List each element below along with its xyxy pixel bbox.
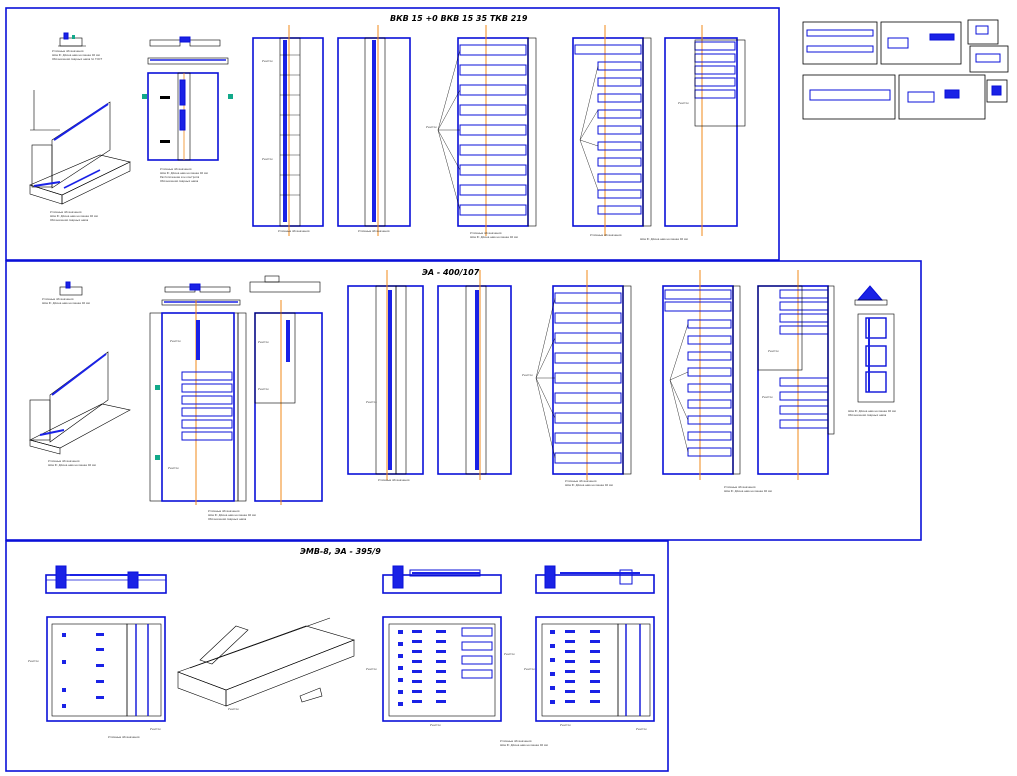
sheet-3-frame [5,540,669,772]
small-panel-2h: Шов Ф: Длина шва не менее 40 мм Обозначе… [848,285,896,417]
svg-text:Шов Ф: Длина шва не менее 40 м: Шов Ф: Длина шва не менее 40 мм [42,301,90,305]
svg-text:Обозначения сварных швов: Обозначения сварных швов [50,218,89,222]
strip-panel-1b: Условные обозначения [337,25,411,236]
comb-panel-1c: Участок Условные обозначения Шов Ф: Длин… [426,25,537,239]
svg-text:Шов Ф: Длина шва не менее 40 м: Шов Ф: Длина шва не менее 40 мм [500,743,548,747]
svg-text:Участок: Участок [678,101,689,105]
svg-text:Обозначения сварных швов: Обозначения сварных швов [160,179,199,183]
strip-panel-2c: Участок Условные обозначения [347,270,424,482]
thumb-5 [802,74,896,120]
svg-text:Условные обозначения: Условные обозначения [378,478,410,482]
svg-text:Условные обозначения: Условные обозначения [470,231,502,235]
thumb-3 [967,19,999,45]
svg-text:Участок: Участок [524,667,535,671]
svg-text:Участок: Участок [430,723,441,727]
section-3a [45,565,167,594]
isometric-part-3: Участок [177,617,355,711]
thumb-1 [802,21,878,65]
svg-text:Участок: Участок [366,400,377,404]
svg-text:Условные обозначения: Условные обозначения [52,49,84,53]
thumb-7 [986,79,1008,103]
svg-text:Участок: Участок [762,395,773,399]
detail-clamp-2: Условные обозначения Шов Ф: Длина шва не… [42,281,90,305]
section-3c [535,565,655,594]
svg-text:Шов Ф: Длина шва не менее 40 м: Шов Ф: Длина шва не менее 40 мм [48,463,96,467]
sheet-3: ЭМВ-8, ЭА - 395/9 Участок Участок Ус [5,540,669,772]
sheet-2-title: ЭА - 400/107 [422,268,480,277]
comb-panel-2e: Участок Условные обозначения Шов Ф: Длин… [522,270,632,487]
svg-text:Условные обозначения: Условные обозначения [500,739,532,743]
plan-3a: Участок Участок Условные обозначения [28,616,166,739]
svg-text:Участок: Участок [150,727,161,731]
svg-text:Условные обозначения: Условные обозначения [160,167,192,171]
sheet-1-frame [5,7,780,261]
thumb-6 [898,74,986,120]
panel-1e: Участок Шов Ф: Длина шва не менее 40 мм [640,25,746,241]
svg-text:Условные обозначения: Условные обозначения [358,229,390,233]
thumbnail-sheets [802,19,1009,120]
sheet-1-title: ВКВ 15 +0 ВКВ 15 35 ТКВ 219 [390,14,528,23]
svg-text:Шов Ф: Длина шва не менее 40 м: Шов Ф: Длина шва не менее 40 мм [565,483,613,487]
svg-text:Шов Ф: Длина шва не менее 40 м: Шов Ф: Длина шва не менее 40 мм [50,214,98,218]
detail-clamp-1: Условные обозначения Шов Ф: Длина шва не… [52,32,102,61]
isometric-part-2: Условные обозначения Шов Ф: Длина шва не… [29,351,131,467]
svg-text:Шов Ф: Длина шва не менее 40 м: Шов Ф: Длина шва не менее 40 мм [160,171,208,175]
svg-text:Шов Ф: Длина шва не менее 40 м: Шов Ф: Длина шва не менее 40 мм [640,237,688,241]
plan-3c: Участок Участок Участок [524,616,655,731]
svg-text:Участок: Участок [366,667,377,671]
svg-text:Условные обозначения: Условные обозначения [108,735,140,739]
sheet-1: ВКВ 15 +0 ВКВ 15 35 ТКВ 219 Условные обо… [5,7,780,261]
plan-3b: Участок Участок Участок Условные обознач… [366,616,548,747]
strip-panel-2d [437,270,512,480]
isometric-part-1: Условные обозначения Шов Ф: Длина шва не… [29,90,131,222]
svg-text:Обозначения сварных швов по ГО: Обозначения сварных швов по ГОСТ [52,57,102,61]
comb-panel-2f: Условные обозначения Шов Ф: Длина шва не… [662,270,772,493]
section-and-plan-1: Условные обозначения Шов Ф: Длина шва не… [142,36,233,183]
comb-panel-1d: Условные обозначения [572,25,652,237]
svg-text:Расположение зон контроля: Расположение зон контроля [160,175,200,179]
svg-text:Участок: Участок [168,466,179,470]
svg-text:Участок: Участок [262,157,273,161]
svg-text:Условные обозначения: Условные обозначения [724,485,756,489]
sheet-2: ЭА - 400/107 Условные обозначения Шов Ф:… [5,260,922,541]
svg-text:Участок: Участок [170,339,181,343]
svg-text:Участок: Участок [636,727,647,731]
sheet-3-title: ЭМВ-8, ЭА - 395/9 [300,547,381,556]
svg-text:Шов Ф: Длина шва не менее 40 м: Шов Ф: Длина шва не менее 40 мм [724,489,772,493]
thumb-2 [880,21,962,65]
svg-text:Обозначения сварных швов: Обозначения сварных швов [208,517,247,521]
sheet-2-frame [5,260,922,541]
svg-text:Условные обозначения: Условные обозначения [48,459,80,463]
svg-text:Участок: Участок [258,340,269,344]
svg-text:Участок: Участок [560,723,571,727]
svg-text:Участок: Участок [28,659,39,663]
thumb-4 [969,45,1009,73]
svg-text:Условные обозначения: Условные обозначения [278,229,310,233]
section-2a [161,283,241,306]
comb-panel-2g: Участок Участок [757,270,835,480]
svg-text:Участок: Участок [426,125,437,129]
svg-text:Участок: Участок [522,373,533,377]
svg-text:Условные обозначения: Условные обозначения [208,509,240,513]
svg-text:Условные обозначения: Условные обозначения [50,210,82,214]
svg-text:Участок: Участок [768,349,779,353]
panel-2a: Участок Участок Условные обозначения Шов… [149,300,256,521]
svg-text:Условные обозначения: Условные обозначения [590,233,622,237]
svg-text:Шов Ф: Длина шва не менее 40 м: Шов Ф: Длина шва не менее 40 мм [52,53,100,57]
svg-text:Шов Ф: Длина шва не менее 40 м: Шов Ф: Длина шва не менее 40 мм [848,409,896,413]
strip-panel-1a: Участок Участок Условные обозначения [252,25,324,236]
section-3b [382,565,502,594]
svg-text:Условные обозначения: Условные обозначения [42,297,74,301]
svg-text:Участок: Участок [258,387,269,391]
svg-text:Шов Ф: Длина шва не менее 40 м: Шов Ф: Длина шва не менее 40 мм [470,235,518,239]
svg-text:Шов Ф: Длина шва не менее 40 м: Шов Ф: Длина шва не менее 40 мм [208,513,256,517]
svg-text:Участок: Участок [504,652,515,656]
svg-text:Обозначения сварных швов: Обозначения сварных швов [848,413,887,417]
svg-text:Участок: Участок [262,59,273,63]
panel-2b: Участок Участок [249,275,323,505]
svg-text:Участок: Участок [228,707,239,711]
svg-text:Условные обозначения: Условные обозначения [565,479,597,483]
